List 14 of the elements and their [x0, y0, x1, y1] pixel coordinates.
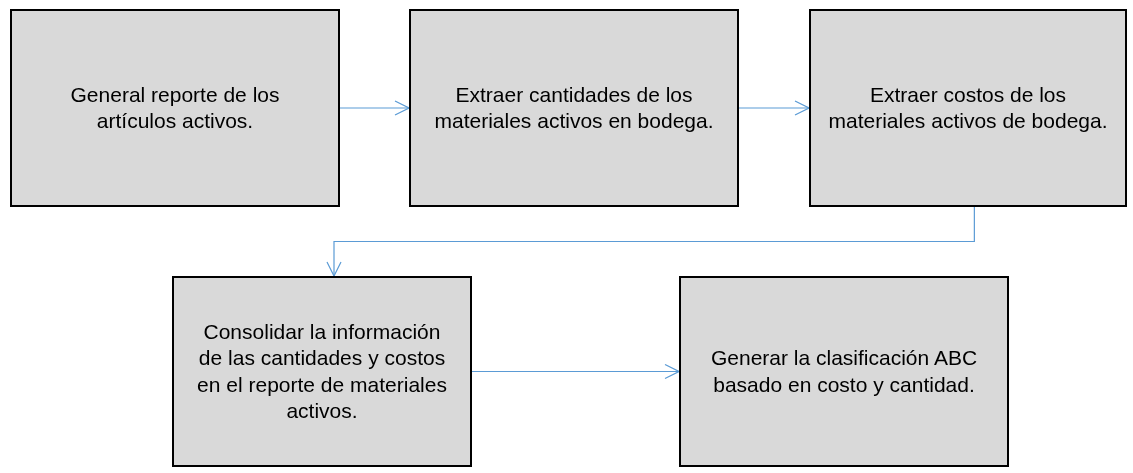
- process-box: [809, 9, 1127, 207]
- step-text: Extraer cantidades de los materiales activos en bodega.: [433, 81, 715, 134]
- process-box: [679, 276, 1009, 467]
- arrow: [738, 100, 810, 116]
- arrow: [326, 206, 975, 277]
- arrow: [339, 100, 410, 116]
- step-text: Consolidar la información de las cantidades y costos en el reporte de materiales activos.: [196, 319, 448, 424]
- arrow: [471, 363, 680, 380]
- process-box: [172, 276, 472, 467]
- step-text: General reporte de los artículos activos.: [69, 81, 281, 134]
- step-text: Extraer costos de los materiales activos de bodega.: [827, 81, 1109, 134]
- step-text: Generar la clasificación ABC basado en costo y cantidad.: [709, 345, 979, 398]
- process-box: [409, 9, 739, 207]
- process-box: [10, 9, 340, 207]
